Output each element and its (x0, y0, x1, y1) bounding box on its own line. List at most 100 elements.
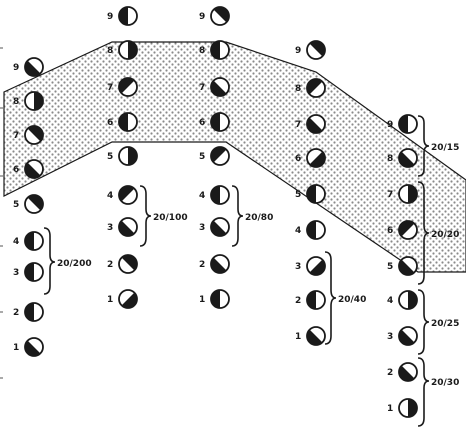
bracket-col-4 (324, 251, 337, 345)
target-number: 6 (295, 154, 301, 164)
target-number: 9 (13, 63, 19, 73)
target-col-5-3: 3 (387, 326, 418, 346)
normal-range-band (3, 41, 466, 273)
target-number: 1 (199, 295, 205, 305)
target-col-3-1: 1 (199, 289, 230, 309)
target-dark-half (211, 186, 220, 204)
target-dark-half (309, 151, 325, 167)
target-dark-half (118, 186, 135, 202)
target-number: 1 (387, 404, 393, 414)
target-number: 3 (295, 262, 301, 272)
left-edge-ticks (0, 47, 3, 379)
target-col-1-1: 1 (13, 337, 44, 357)
acuity-label-col-2: 20/100 (153, 213, 188, 223)
target-number: 5 (295, 190, 301, 200)
bracket-col-5-top (417, 115, 430, 177)
target-dark-half (119, 78, 135, 94)
target-dark-half (408, 399, 417, 417)
target-col-3-7: 7 (199, 77, 230, 97)
target-col-3-8: 8 (199, 40, 230, 60)
target-number: 3 (387, 332, 393, 342)
target-number: 5 (199, 152, 205, 162)
target-dark-half (211, 257, 227, 273)
target-number: 2 (387, 368, 393, 378)
target-col-5-9: 9 (387, 114, 418, 134)
target-col-4-4: 4 (295, 220, 326, 240)
target-number: 5 (13, 200, 19, 210)
target-col-2-2: 2 (107, 254, 138, 274)
target-number: 2 (295, 296, 301, 306)
target-dark-half (309, 259, 325, 275)
target-number: 6 (13, 165, 19, 175)
target-col-5-5: 5 (387, 256, 418, 276)
acuity-label-20-20: 20/20 (431, 230, 459, 240)
target-col-1-5: 5 (13, 194, 44, 214)
target-col-1-6: 6 (13, 159, 44, 179)
circles-layer: 9876543219876543219876543219876543219876… (13, 6, 418, 418)
target-col-4-7: 7 (295, 114, 326, 134)
target-col-5-7: 7 (387, 184, 418, 204)
target-number: 9 (107, 12, 113, 22)
target-number: 4 (295, 226, 301, 236)
target-dark-half (211, 41, 220, 59)
target-col-3-2: 2 (199, 254, 230, 274)
target-dark-half (399, 365, 415, 381)
target-number: 4 (13, 237, 19, 247)
target-dark-half (34, 92, 43, 110)
target-dark-half (307, 329, 323, 345)
target-col-4-6: 6 (295, 148, 326, 168)
bracket-col-1 (43, 227, 56, 295)
bracket-col-5-low (417, 289, 430, 355)
target-dark-half (408, 291, 417, 309)
target-number: 8 (199, 46, 205, 56)
target-dark-half (211, 146, 227, 163)
target-dark-half (25, 60, 41, 77)
target-col-4-5: 5 (295, 184, 326, 204)
target-col-1-2: 2 (13, 302, 44, 322)
target-dark-half (128, 147, 137, 165)
target-dark-half (309, 41, 325, 57)
target-number: 8 (107, 46, 113, 56)
target-number: 6 (387, 226, 393, 236)
target-dark-half (121, 255, 137, 271)
target-col-2-1: 1 (107, 289, 138, 309)
target-number: 3 (199, 223, 205, 233)
target-col-3-3: 3 (199, 217, 230, 237)
target-col-3-5: 5 (199, 146, 230, 166)
target-col-3-6: 6 (199, 112, 230, 132)
target-dark-half (307, 291, 316, 309)
target-dark-half (408, 185, 417, 203)
target-col-1-9: 9 (13, 57, 44, 77)
target-number: 7 (199, 83, 205, 93)
target-dark-half (211, 220, 227, 236)
target-dark-half (118, 220, 135, 237)
target-number: 1 (295, 332, 301, 342)
target-dark-half (211, 80, 227, 97)
target-number: 3 (107, 223, 113, 233)
target-dark-half (25, 263, 34, 281)
target-number: 5 (387, 262, 393, 272)
acuity-label-col-3: 20/80 (245, 213, 273, 223)
target-col-3-4: 4 (199, 185, 230, 205)
target-dark-half (121, 292, 137, 308)
target-dark-half (25, 303, 34, 321)
target-number: 2 (13, 308, 19, 318)
acuity-label-col-4: 20/40 (338, 295, 366, 305)
target-number: 3 (13, 268, 19, 278)
target-number: 1 (13, 343, 19, 353)
target-dark-half (307, 79, 323, 95)
brackets (43, 115, 430, 427)
target-dark-half (399, 151, 415, 167)
acuity-labels: 20/200 20/100 20/80 20/40 20/15 20/20 20… (57, 143, 459, 388)
target-number: 4 (107, 191, 113, 201)
target-dark-half (307, 185, 316, 203)
target-number: 1 (107, 295, 113, 305)
target-col-5-8: 8 (387, 148, 418, 168)
bracket-col-5-bottom (417, 357, 430, 427)
target-number: 5 (107, 152, 113, 162)
target-col-2-8: 8 (107, 40, 138, 60)
target-number: 7 (107, 83, 113, 93)
target-number: 8 (295, 84, 301, 94)
target-dark-half (307, 221, 316, 239)
